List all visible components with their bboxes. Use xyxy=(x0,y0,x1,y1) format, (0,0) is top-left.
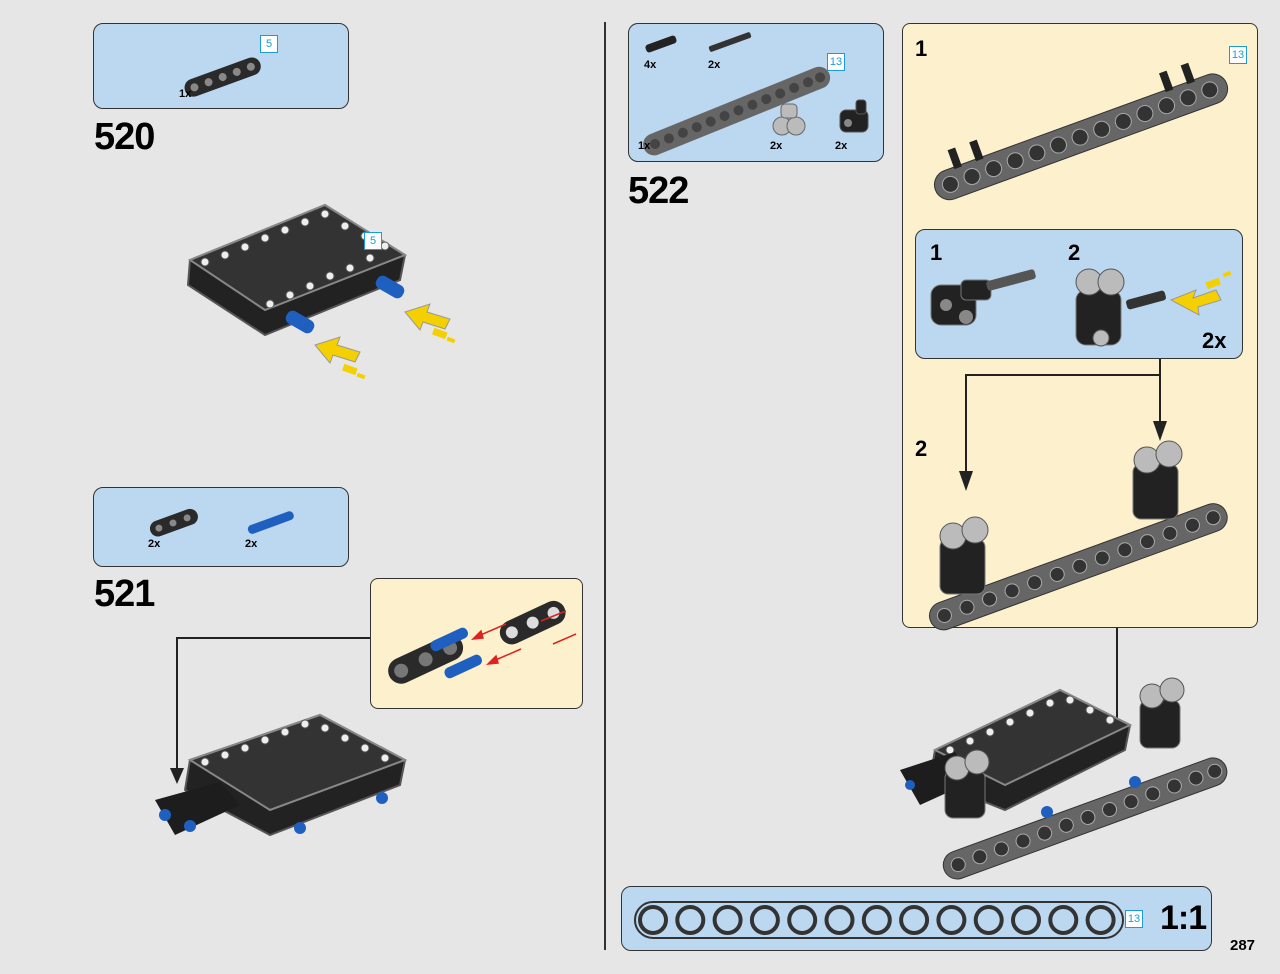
part-qty: 2x xyxy=(148,538,161,550)
beam-5-icon xyxy=(184,57,261,97)
beam-3-icon xyxy=(149,508,198,537)
callout-connector xyxy=(176,637,370,639)
ruler-hole xyxy=(675,905,706,935)
insert-arrow-icon xyxy=(314,303,451,364)
ruler-hole xyxy=(861,905,892,935)
page-number: 287 xyxy=(1230,937,1256,954)
ruler-hole xyxy=(1048,905,1079,935)
length-indicator: 13 xyxy=(1229,46,1247,64)
beam-13-with-bushes xyxy=(928,440,1228,631)
scale-ruler-callout: 13 1:1 xyxy=(621,886,1212,951)
page-divider xyxy=(604,22,606,950)
parts-callout-522: 4x 2x 1x 2x 2x 13 xyxy=(628,23,884,162)
frame-assembly-520 xyxy=(186,203,456,380)
ruler-hole xyxy=(1011,905,1041,935)
double-bush-with-pin xyxy=(1075,268,1232,347)
part-qty: 4x xyxy=(644,59,657,71)
frame-assembly-521 xyxy=(155,713,408,837)
grey-double-bush-icon xyxy=(772,103,806,136)
scale-label: 1:1 xyxy=(1160,899,1207,937)
down-arrow-icon xyxy=(959,471,973,491)
black-connector-icon xyxy=(839,99,869,133)
multiplier: 2x xyxy=(1202,328,1227,353)
part-qty: 1x xyxy=(179,88,192,100)
substep-number: 1 xyxy=(915,36,928,61)
part-qty: 2x xyxy=(245,538,258,550)
substep-number: 2 xyxy=(915,436,928,461)
final-assembly-522 xyxy=(900,677,1228,880)
part-qty: 2x xyxy=(708,59,721,71)
beam-13-with-pins xyxy=(933,62,1229,201)
callout-connector xyxy=(176,637,178,772)
ruler-hole xyxy=(749,905,780,935)
step-number-520: 520 xyxy=(94,116,155,158)
length-indicator: 13 xyxy=(827,53,845,71)
red-arrow-icon xyxy=(470,610,577,665)
step-number-522: 522 xyxy=(628,170,689,212)
substep-number: 1 xyxy=(930,240,943,265)
ruler-hole xyxy=(824,905,855,935)
ruler-hole xyxy=(936,905,967,935)
part-qty: 2x xyxy=(770,140,783,152)
length-indicator-model: 5 xyxy=(364,232,382,250)
beam-13-scale xyxy=(634,901,1124,939)
beam-13-icon xyxy=(643,66,831,156)
ruler-hole xyxy=(973,905,1004,935)
length-indicator: 5 xyxy=(260,35,278,53)
inner-parts-callout: 1 2 2x xyxy=(915,229,1243,359)
callout-connector xyxy=(965,374,1160,376)
beam-pair-assembly xyxy=(388,600,577,684)
ruler-hole xyxy=(712,905,743,935)
parts-callout-520: 1x 5 xyxy=(93,23,349,109)
down-arrow-icon xyxy=(170,768,184,784)
parts-callout-521: 2x 2x xyxy=(93,487,349,567)
subassembly-callout-521 xyxy=(370,578,583,709)
part-qty: 2x xyxy=(835,140,848,152)
connector-with-axle xyxy=(930,269,1036,326)
length-indicator: 13 xyxy=(1125,910,1143,928)
axle-pin-icon xyxy=(708,32,752,52)
step-number-521: 521 xyxy=(94,573,155,615)
ruler-hole xyxy=(899,905,930,935)
subassembly-callout-522: 1 13 1 2 2x 2 xyxy=(902,23,1258,631)
callout-connector xyxy=(1116,628,1118,733)
blue-pin-icon xyxy=(285,275,405,334)
part-qty: 1x xyxy=(638,140,651,152)
blue-axle-pin-icon xyxy=(247,511,294,534)
ruler-hole xyxy=(787,905,818,935)
down-arrow-icon xyxy=(1153,421,1167,441)
black-pin-icon xyxy=(645,35,677,53)
ruler-hole xyxy=(1085,905,1116,935)
callout-connector xyxy=(1159,359,1161,424)
ruler-hole xyxy=(638,905,668,935)
substep-number: 2 xyxy=(1068,240,1081,265)
callout-connector xyxy=(965,374,967,474)
